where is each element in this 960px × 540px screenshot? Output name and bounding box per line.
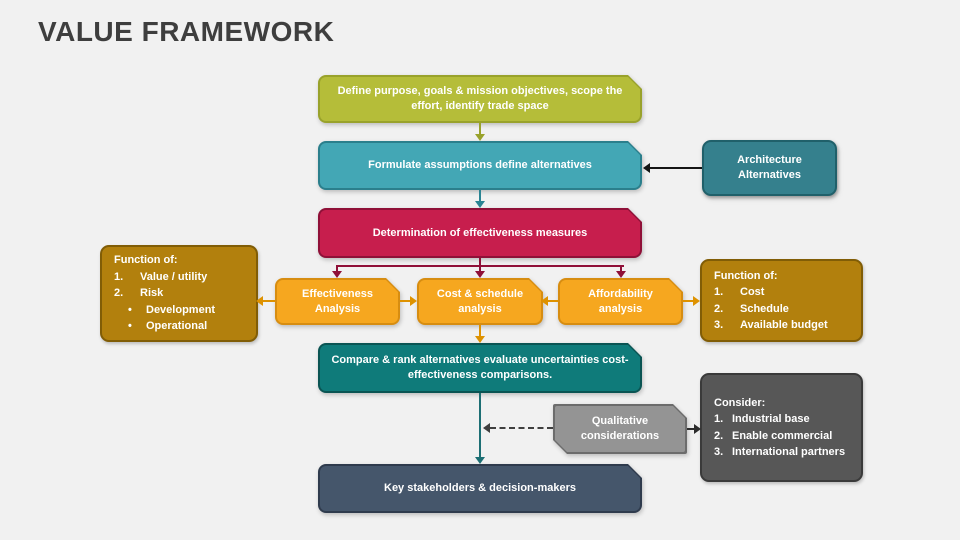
define-purpose-label: Define purpose, goals & mission objectiv… bbox=[337, 85, 623, 112]
arrowhead-to-function-right bbox=[693, 296, 700, 306]
bullet-marker: • bbox=[128, 303, 132, 316]
affordability-analysis-box: Affordability analysis bbox=[558, 278, 683, 325]
consider-item: 3. International partners bbox=[714, 444, 845, 461]
arrowhead-to-function-left bbox=[256, 296, 263, 306]
arrowhead-qualitative-to-consider bbox=[694, 424, 701, 434]
list-marker: 1. bbox=[714, 413, 724, 425]
list-text: Risk bbox=[140, 287, 164, 300]
list-marker: 3. bbox=[714, 446, 724, 458]
connector-affordability-to-function-right bbox=[683, 300, 694, 302]
function-left-subitem: • Development bbox=[114, 302, 215, 319]
page-title: VALUE FRAMEWORK bbox=[38, 16, 335, 47]
list-marker: 2. bbox=[714, 429, 724, 442]
function-right-item: 2. Schedule bbox=[714, 301, 789, 318]
determination-label: Determination of effectiveness measures bbox=[372, 226, 588, 239]
list-marker: 2. bbox=[114, 287, 124, 300]
function-left-item: 2. Risk bbox=[114, 285, 163, 302]
function-left-item: 1. Value / utility bbox=[114, 269, 207, 286]
function-of-right-box: Function of: 1. Cost 2. Schedule 3. Avai… bbox=[700, 259, 863, 342]
arrowhead-to-cost-left bbox=[410, 296, 417, 306]
formulate-assumptions-box: Formulate assumptions define alternative… bbox=[318, 141, 642, 190]
function-right-item: 1. Cost bbox=[714, 284, 764, 301]
affordability-box-fill bbox=[560, 280, 681, 323]
determination-box-fill bbox=[320, 210, 640, 256]
connector-determination-stem bbox=[479, 258, 481, 267]
connector-cost-to-compare bbox=[479, 325, 481, 337]
architecture-line2: Alternatives bbox=[738, 169, 801, 181]
list-text: Cost bbox=[740, 286, 765, 298]
list-text: Value / utility bbox=[140, 270, 208, 283]
consider-item: 1. Industrial base bbox=[714, 411, 810, 428]
cost-schedule-box-fill bbox=[419, 280, 541, 323]
list-text: International partners bbox=[732, 446, 846, 458]
bullet-marker: • bbox=[128, 320, 132, 333]
arrowhead-formulate-to-determination bbox=[475, 201, 485, 208]
arrowhead-branch-to-cost-schedule bbox=[475, 271, 485, 278]
list-marker: 3. bbox=[714, 319, 724, 331]
list-marker: 2. bbox=[714, 302, 724, 315]
define-purpose-box: Define purpose, goals & mission objectiv… bbox=[318, 75, 642, 123]
connector-compare-to-stakeholders bbox=[479, 393, 481, 458]
compare-box-fill bbox=[320, 345, 640, 391]
function-left-heading: Function of: bbox=[114, 254, 178, 267]
function-right-heading: Function of: bbox=[714, 269, 778, 282]
function-right-item: 3. Available budget bbox=[714, 317, 828, 334]
connector-define-to-formulate bbox=[479, 123, 481, 135]
effectiveness-label: Effectiveness Analysis bbox=[302, 287, 373, 315]
connector-branch-left-stub bbox=[336, 266, 338, 272]
qualitative-considerations-box: Qualitative considerations bbox=[553, 404, 687, 454]
list-text: Operational bbox=[146, 320, 208, 333]
qualitative-box-fill bbox=[555, 406, 685, 452]
connector-effectiveness-to-cost bbox=[400, 300, 411, 302]
arrowhead-qualitative-dashed bbox=[483, 423, 490, 433]
cost-schedule-label: Cost & schedule analysis bbox=[436, 287, 524, 315]
list-text: Schedule bbox=[740, 302, 789, 315]
connector-affordability-to-cost bbox=[548, 300, 558, 302]
connector-effectiveness-to-function-left bbox=[263, 300, 275, 302]
connector-qualitative-to-consider bbox=[687, 428, 695, 430]
connector-qualitative-dashed bbox=[490, 427, 553, 429]
arrowhead-branch-to-affordability bbox=[616, 271, 626, 278]
formulate-label: Formulate assumptions define alternative… bbox=[368, 159, 592, 172]
list-text: Enable commercial bbox=[732, 429, 833, 442]
compare-rank-box: Compare & rank alternatives evaluate unc… bbox=[318, 343, 642, 393]
consider-heading: Consider: bbox=[714, 396, 766, 409]
effectiveness-box-fill bbox=[277, 280, 398, 323]
function-of-left-box: Function of: 1. Value / utility 2. Risk … bbox=[100, 245, 258, 342]
affordability-label: Affordability analysis bbox=[588, 287, 653, 315]
arrowhead-compare-to-stakeholders bbox=[475, 457, 485, 464]
consider-item: 2. Enable commercial bbox=[714, 428, 832, 445]
arrowhead-cost-to-compare bbox=[475, 336, 485, 343]
stakeholders-label: Key stakeholders & decision-makers bbox=[384, 482, 576, 495]
list-text: Industrial base bbox=[732, 413, 810, 425]
qualitative-line2: considerations bbox=[580, 430, 660, 442]
architecture-alternatives-box: Architecture Alternatives bbox=[702, 140, 837, 196]
arrowhead-define-to-formulate bbox=[475, 134, 485, 141]
architecture-line1: Architecture bbox=[737, 154, 802, 167]
function-left-subitem: • Operational bbox=[114, 318, 207, 335]
stakeholders-box: Key stakeholders & decision-makers bbox=[318, 464, 642, 513]
arrowhead-architecture-to-formulate bbox=[643, 163, 650, 173]
connector-formulate-to-determination bbox=[479, 190, 481, 202]
compare-label: Compare & rank alternatives evaluate unc… bbox=[331, 354, 629, 381]
determination-box: Determination of effectiveness measures bbox=[318, 208, 642, 258]
arrowhead-to-cost-right bbox=[541, 296, 548, 306]
stakeholders-box-fill bbox=[320, 466, 640, 511]
define-purpose-box-fill bbox=[320, 77, 640, 121]
effectiveness-analysis-box: Effectiveness Analysis bbox=[275, 278, 400, 325]
list-text: Development bbox=[146, 303, 216, 316]
connector-architecture-to-formulate bbox=[650, 167, 702, 169]
arrowhead-branch-to-effectiveness bbox=[332, 271, 342, 278]
consider-box: Consider: 1. Industrial base 2. Enable c… bbox=[700, 373, 863, 482]
list-marker: 1. bbox=[114, 270, 124, 283]
formulate-box-fill bbox=[320, 143, 640, 188]
cost-schedule-analysis-box: Cost & schedule analysis bbox=[417, 278, 543, 325]
qualitative-line1: Qualitative bbox=[591, 415, 649, 428]
list-marker: 1. bbox=[714, 286, 724, 298]
connector-branch-center-stub bbox=[479, 266, 481, 272]
connector-branch-right-stub bbox=[620, 266, 622, 272]
list-text: Available budget bbox=[740, 319, 828, 331]
